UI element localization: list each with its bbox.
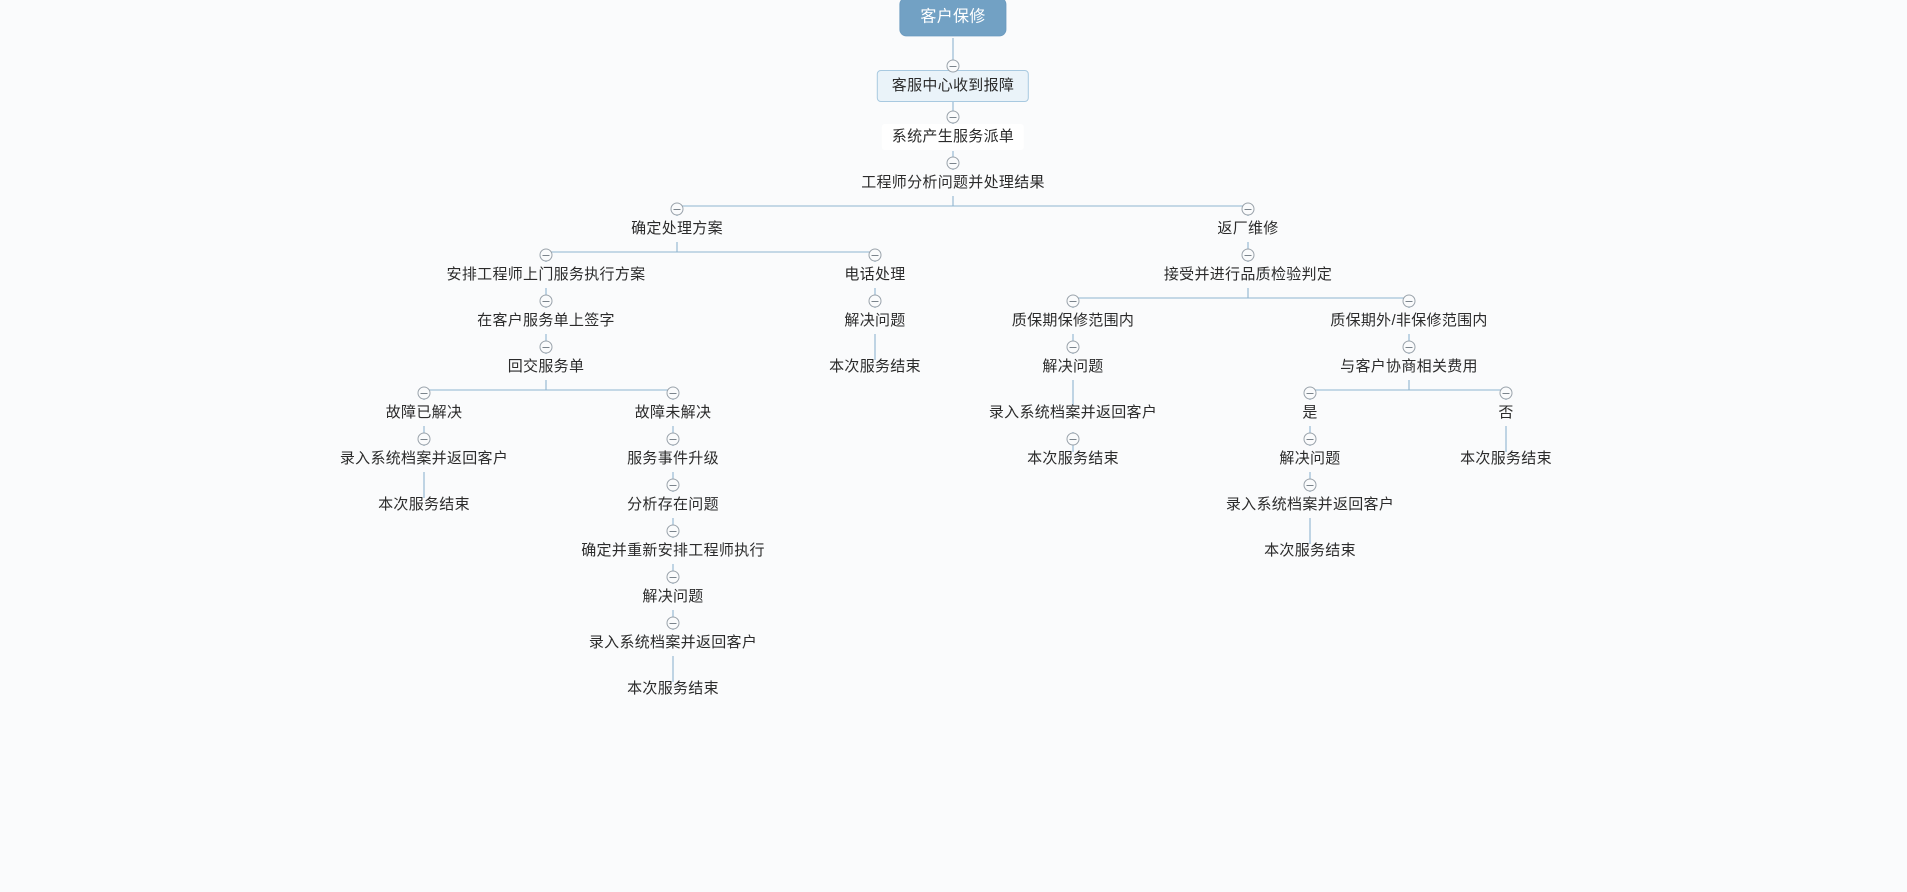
collapse-toggle-icon[interactable] [1303,432,1317,446]
node-service-center-receives-report[interactable]: 客服中心收到报障 [876,70,1030,102]
node-service-end-phone[interactable]: 本次服务结束 [829,358,921,375]
collapse-toggle-icon[interactable] [1066,294,1080,308]
node-resolve-issue-yes[interactable]: 解决问题 [1279,450,1341,467]
node-archive-return-reschedule[interactable]: 录入系统档案并返回客户 [588,634,758,651]
collapse-toggle-icon[interactable] [666,432,680,446]
node-negotiate-fees[interactable]: 与客户协商相关费用 [1340,358,1478,375]
collapse-toggle-icon[interactable] [946,59,960,73]
node-resolve-issue-warranty[interactable]: 解决问题 [1042,358,1104,375]
collapse-toggle-icon[interactable] [666,478,680,492]
node-return-to-factory-repair[interactable]: 返厂维修 [1217,220,1279,237]
collapse-toggle-icon[interactable] [539,294,553,308]
node-service-end-reschedule[interactable]: 本次服务结束 [627,680,719,697]
node-system-generates-dispatch[interactable]: 系统产生服务派单 [881,124,1025,150]
node-quality-inspection[interactable]: 接受并进行品质检验判定 [1163,266,1333,283]
collapse-toggle-icon[interactable] [666,524,680,538]
collapse-toggle-icon[interactable] [666,386,680,400]
collapse-toggle-icon[interactable] [1241,202,1255,216]
node-analyze-existing-issue[interactable]: 分析存在问题 [627,496,719,513]
node-engineer-analysis[interactable]: 工程师分析问题并处理结果 [861,174,1045,191]
node-escalate-service-event[interactable]: 服务事件升级 [627,450,719,467]
node-archive-return-yes[interactable]: 录入系统档案并返回客户 [1225,496,1395,513]
collapse-toggle-icon[interactable] [1402,340,1416,354]
node-resolve-issue-phone[interactable]: 解决问题 [844,312,906,329]
node-determine-plan[interactable]: 确定处理方案 [631,220,723,237]
node-onsite-service-plan[interactable]: 安排工程师上门服务执行方案 [446,266,646,283]
node-agree-yes[interactable]: 是 [1302,404,1318,421]
collapse-toggle-icon[interactable] [1303,478,1317,492]
node-service-end-warranty[interactable]: 本次服务结束 [1027,450,1119,467]
collapse-toggle-icon[interactable] [1303,386,1317,400]
collapse-toggle-icon[interactable] [946,156,960,170]
node-fault-resolved[interactable]: 故障已解决 [385,404,463,421]
collapse-toggle-icon[interactable] [539,248,553,262]
collapse-toggle-icon[interactable] [1066,432,1080,446]
collapse-toggle-icon[interactable] [868,294,882,308]
collapse-toggle-icon[interactable] [868,248,882,262]
collapse-toggle-icon[interactable] [670,202,684,216]
node-reschedule-engineer[interactable]: 确定并重新安排工程师执行 [581,542,765,559]
collapse-toggle-icon[interactable] [1499,386,1513,400]
node-fault-unresolved[interactable]: 故障未解决 [634,404,712,421]
node-sign-service-order[interactable]: 在客户服务单上签字 [477,312,615,329]
collapse-toggle-icon[interactable] [946,110,960,124]
collapse-toggle-icon[interactable] [666,570,680,584]
node-resolve-issue-reschedule[interactable]: 解决问题 [642,588,704,605]
node-agree-no[interactable]: 否 [1498,404,1514,421]
collapse-toggle-icon[interactable] [1402,294,1416,308]
node-archive-return-warranty[interactable]: 录入系统档案并返回客户 [988,404,1158,421]
collapse-toggle-icon[interactable] [1066,340,1080,354]
node-outside-warranty[interactable]: 质保期外/非保修范围内 [1330,312,1488,329]
collapse-toggle-icon[interactable] [539,340,553,354]
node-within-warranty[interactable]: 质保期保修范围内 [1011,312,1135,329]
node-service-end-yes[interactable]: 本次服务结束 [1264,542,1356,559]
node-service-end-no[interactable]: 本次服务结束 [1460,450,1552,467]
node-return-service-order[interactable]: 回交服务单 [507,358,585,375]
collapse-toggle-icon[interactable] [417,432,431,446]
node-archive-return-resolved[interactable]: 录入系统档案并返回客户 [339,450,509,467]
collapse-toggle-icon[interactable] [417,386,431,400]
collapse-toggle-icon[interactable] [666,616,680,630]
node-root-customer-warranty[interactable]: 客户保修 [899,0,1007,37]
collapse-toggle-icon[interactable] [1241,248,1255,262]
node-phone-handling[interactable]: 电话处理 [844,266,906,283]
node-service-end-resolved[interactable]: 本次服务结束 [378,496,470,513]
